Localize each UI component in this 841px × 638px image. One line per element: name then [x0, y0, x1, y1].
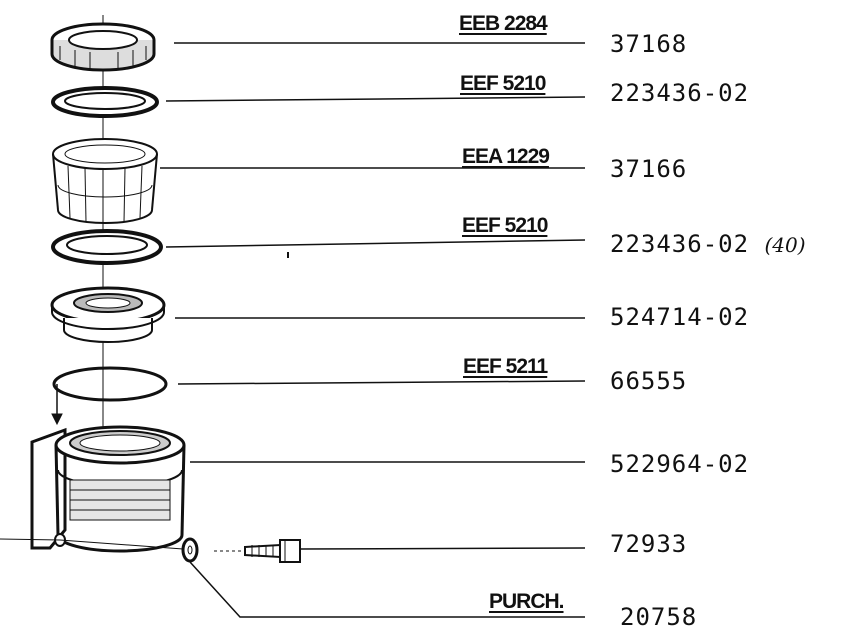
part-code-3: EEA 1229: [462, 145, 550, 168]
washer-part-1: [51, 86, 159, 118]
bearing-sleeve-part: [52, 138, 158, 224]
part-number-6: 66555: [610, 367, 688, 395]
part-code-2: EEF 5210: [460, 72, 546, 95]
threaded-nut-part: [50, 22, 156, 72]
leader-lines: [160, 42, 586, 618]
screw-part: [214, 539, 301, 563]
part-number-7: 522964-02: [610, 450, 750, 478]
part-number-4-value: 223436-02: [610, 230, 750, 258]
part-number-1: 37168: [610, 30, 688, 58]
part-code-4: EEF 5210: [462, 214, 548, 237]
part-number-9: 20758: [620, 603, 698, 631]
o-ring-part: [52, 366, 168, 402]
part-code-1: EEB 2284: [459, 12, 548, 35]
part-number-8: 72933: [610, 530, 688, 558]
housing-bracket-part: [30, 425, 186, 553]
part-number-4: 223436-02 (40): [610, 230, 806, 258]
assembly-arrow: [51, 384, 63, 426]
part-number-2: 223436-02: [610, 79, 750, 107]
part-code-6: EEF 5211: [463, 355, 548, 378]
small-washer-part: [181, 537, 199, 563]
flanged-bearing-part: [50, 286, 166, 343]
part-number-3: 37166: [610, 155, 688, 183]
part-number-4-note: (40): [764, 233, 806, 257]
part-number-5: 524714-02: [610, 303, 750, 331]
washer-part-2: [51, 229, 163, 265]
screw-axis: [0, 538, 61, 541]
part-code-9: PURCH.: [489, 590, 565, 613]
